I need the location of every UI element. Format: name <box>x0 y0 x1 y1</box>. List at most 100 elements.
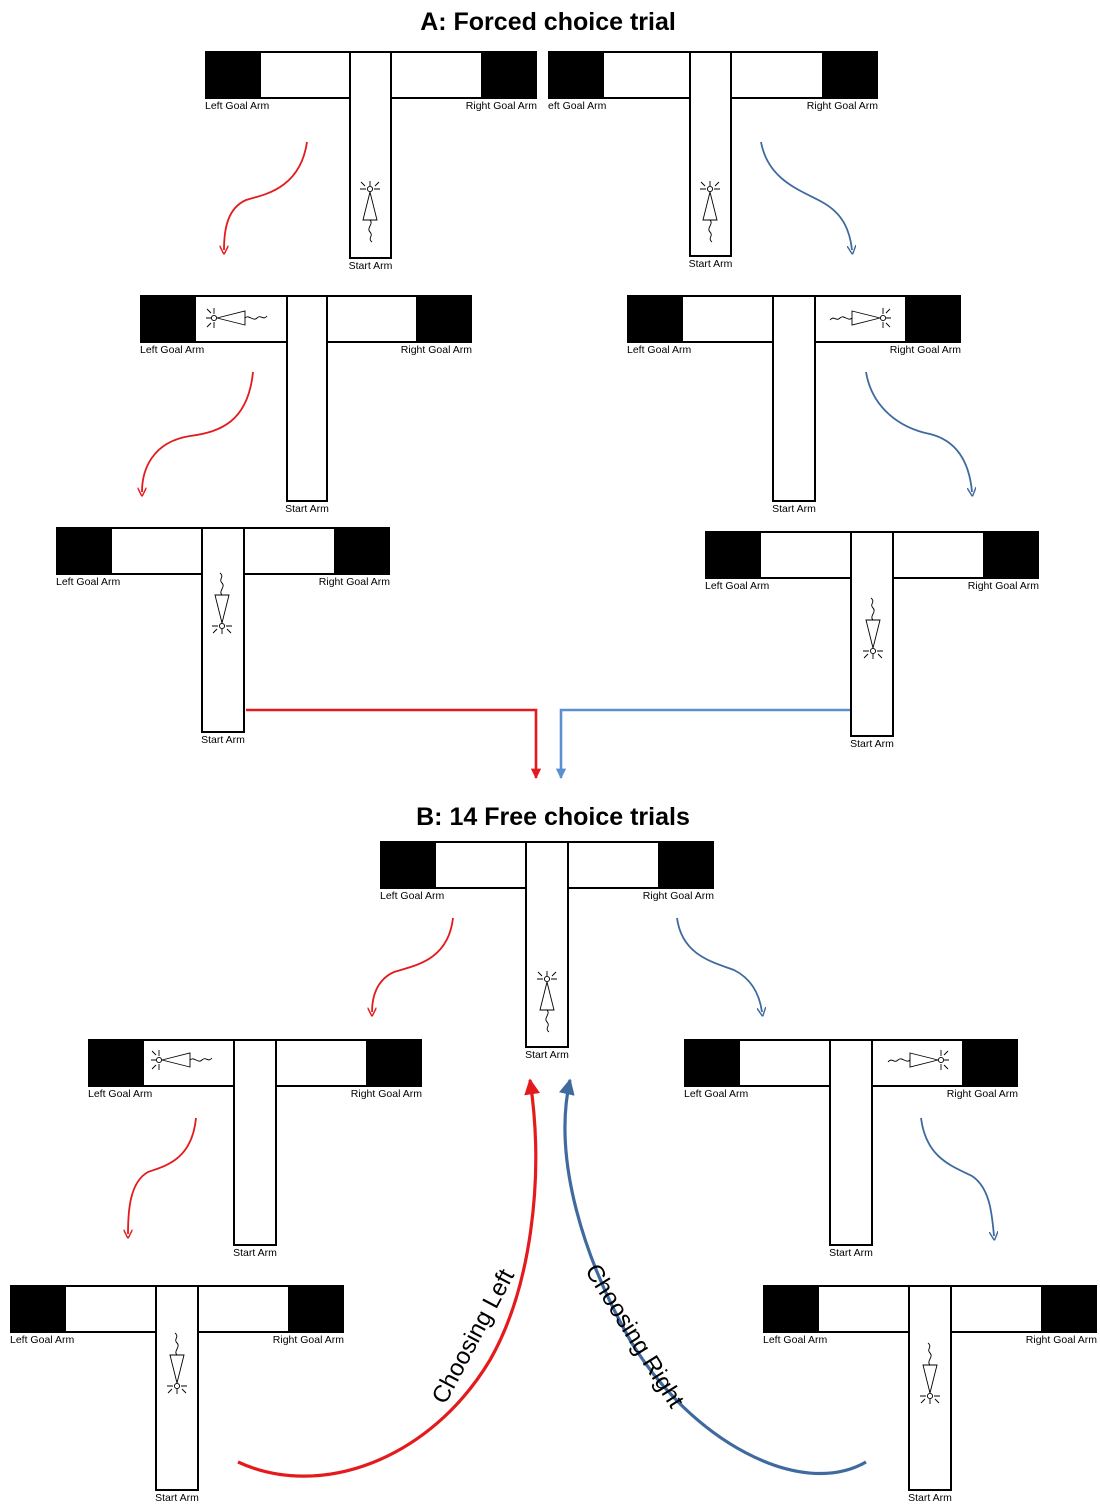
right-goal-box <box>1041 1286 1097 1332</box>
right-goal-box <box>905 296 961 342</box>
left-goal-label: Left Goal Arm <box>205 100 269 112</box>
arrow-icon <box>372 917 454 1012</box>
start-arm-label: Start Arm <box>829 1247 873 1259</box>
left-goal-box <box>205 52 261 98</box>
left-goal-label: eft Goal Arm <box>548 100 607 112</box>
left-goal-label: Left Goal Arm <box>627 344 691 356</box>
maze-walls <box>548 51 878 257</box>
right-goal-label: Right Goal Arm <box>401 344 472 356</box>
right-goal-box <box>366 1040 422 1086</box>
maze-walls <box>627 295 961 502</box>
rat-icon <box>360 181 380 243</box>
rat-icon <box>167 1332 187 1394</box>
start-arm-label: Start Arm <box>201 734 245 746</box>
arrow-icon <box>128 1117 197 1234</box>
maze-walls <box>380 841 714 1048</box>
rat-icon <box>920 1342 940 1404</box>
right-goal-box <box>983 532 1039 578</box>
start-arm-label: Start Arm <box>850 738 894 750</box>
right-goal-box <box>658 842 714 888</box>
choosing-left-curve <box>237 1078 541 1478</box>
left-goal-box <box>380 842 436 888</box>
right-goal-label: Right Goal Arm <box>351 1088 422 1100</box>
left-goal-label: Left Goal Arm <box>140 344 204 356</box>
left-goal-label: Left Goal Arm <box>380 890 444 902</box>
left-goal-box <box>684 1040 740 1086</box>
left-goal-box <box>56 528 112 574</box>
maze-walls <box>88 1039 422 1246</box>
left-goal-box <box>140 296 196 342</box>
right-goal-box <box>288 1286 344 1332</box>
right-goal-box <box>416 296 472 342</box>
right-goal-label: Right Goal Arm <box>319 576 390 588</box>
left-goal-label: Left Goal Arm <box>88 1088 152 1100</box>
arrow-icon <box>676 917 762 1012</box>
rat-icon <box>829 308 891 328</box>
forced-choice-title: A: Forced choice trial <box>420 8 676 36</box>
start-arm-label: Start Arm <box>285 503 329 515</box>
right-goal-label: Right Goal Arm <box>890 344 961 356</box>
maze-walls <box>684 1039 1018 1246</box>
start-arm-label: Start Arm <box>772 503 816 515</box>
left-goal-box <box>88 1040 144 1086</box>
maze-walls <box>10 1285 344 1491</box>
maze-walls <box>140 295 472 502</box>
left-goal-box <box>10 1286 66 1332</box>
free-choice-title: B: 14 Free choice trials <box>416 803 690 831</box>
choosing-right-curve <box>559 1078 867 1476</box>
choosing-right-label: Choosing Right <box>579 1259 689 1413</box>
left-goal-box <box>627 296 683 342</box>
maze-walls <box>205 51 537 259</box>
left-goal-box <box>763 1286 819 1332</box>
left-goal-box <box>705 532 761 578</box>
start-arm-label: Start Arm <box>233 1247 277 1259</box>
arrow-icon <box>246 708 542 780</box>
right-goal-label: Right Goal Arm <box>807 100 878 112</box>
right-goal-box <box>822 52 878 98</box>
maze-walls <box>763 1285 1097 1491</box>
start-arm-label: Start Arm <box>908 1492 952 1504</box>
right-goal-label: Right Goal Arm <box>947 1088 1018 1100</box>
left-goal-label: Left Goal Arm <box>705 580 769 592</box>
arrow-icon <box>555 708 850 780</box>
right-goal-box <box>481 52 537 98</box>
maze-walls <box>705 531 1039 737</box>
left-goal-label: Left Goal Arm <box>10 1334 74 1346</box>
right-goal-label: Right Goal Arm <box>968 580 1039 592</box>
left-goal-label: Left Goal Arm <box>763 1334 827 1346</box>
left-goal-label: Left Goal Arm <box>684 1088 748 1100</box>
right-goal-label: Right Goal Arm <box>466 100 537 112</box>
rat-icon <box>863 597 883 659</box>
start-arm-label: Start Arm <box>349 260 393 272</box>
right-goal-label: Right Goal Arm <box>1026 1334 1097 1346</box>
maze-walls <box>56 527 390 733</box>
arrow-icon <box>142 371 254 492</box>
right-goal-label: Right Goal Arm <box>273 1334 344 1346</box>
right-goal-label: Right Goal Arm <box>643 890 714 902</box>
start-arm-label: Start Arm <box>525 1049 569 1061</box>
arrow-icon <box>920 1117 994 1236</box>
right-goal-box <box>962 1040 1018 1086</box>
right-goal-box <box>334 528 390 574</box>
rat-icon <box>537 971 557 1033</box>
rat-icon <box>206 308 268 328</box>
start-arm-label: Start Arm <box>689 258 733 270</box>
left-goal-box <box>548 52 604 98</box>
arrow-icon <box>865 371 972 492</box>
rat-icon <box>700 181 720 243</box>
rat-icon <box>887 1050 949 1070</box>
arrow-icon <box>760 141 852 250</box>
start-arm-label: Start Arm <box>155 1492 199 1504</box>
